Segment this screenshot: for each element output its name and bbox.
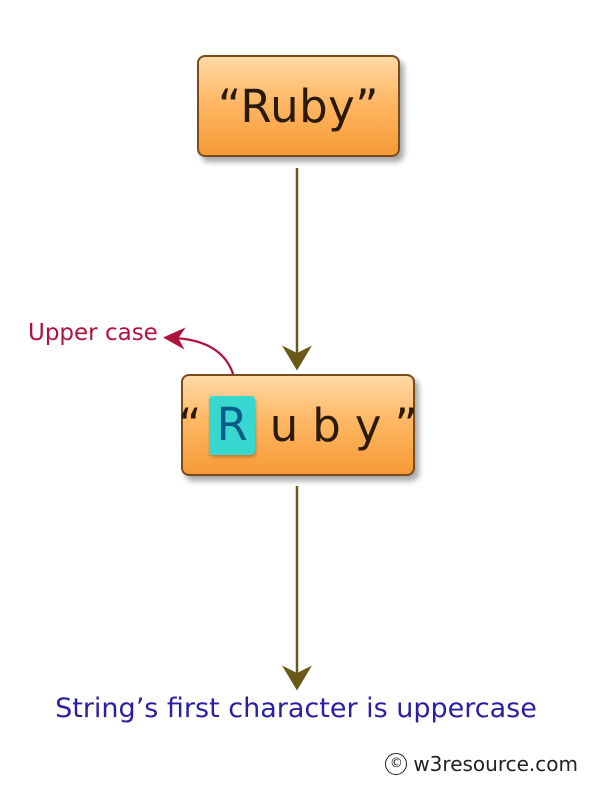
char-3: b (312, 398, 341, 452)
input-string-box: “Ruby” (197, 55, 400, 157)
uppercase-annotation: Upper case (28, 320, 158, 346)
close-quote: ” (394, 398, 418, 452)
input-string-label: “Ruby” (217, 79, 380, 133)
output-string-box: “ R u b y ” (178, 374, 418, 476)
credit-text: w3resource.com (413, 752, 578, 776)
character-sequence: “ R u b y ” (172, 395, 424, 455)
credit: © w3resource.com (385, 752, 578, 776)
char-4: y (354, 398, 382, 452)
copyright-icon: © (385, 753, 408, 775)
conclusion-text: String’s first character is uppercase (55, 693, 537, 724)
highlighted-first-char: R (209, 395, 255, 455)
open-quote: “ (178, 398, 202, 452)
char-2: u (269, 398, 299, 452)
